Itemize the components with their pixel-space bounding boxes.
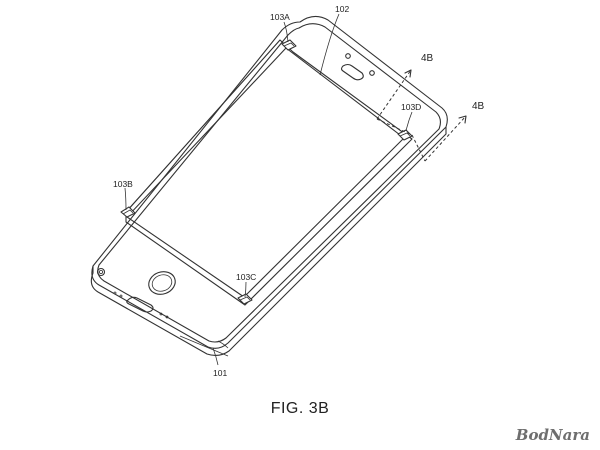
- label-103b: 103B: [113, 179, 133, 189]
- sensor-103d: [397, 129, 413, 141]
- sensor-dot: [369, 70, 375, 76]
- figure-caption: FIG. 3B: [270, 400, 330, 417]
- home-button: [148, 271, 176, 295]
- speaker-slot: [340, 63, 364, 81]
- label-103a: 103A: [270, 12, 290, 22]
- leader-lines: [124, 13, 413, 366]
- camera-dot: [345, 53, 351, 59]
- label-4b-upper: 4B: [421, 53, 434, 64]
- label-103d: 103D: [401, 102, 421, 112]
- sensor-103c: [237, 293, 253, 305]
- display-panel: [125, 39, 413, 306]
- headphone-jack: [96, 267, 106, 277]
- label-103c: 103C: [236, 272, 256, 282]
- earpiece-group: [340, 53, 375, 81]
- label-4b-lower: 4B: [472, 101, 485, 112]
- label-102: 102: [335, 4, 349, 14]
- sensor-103a: [281, 39, 297, 51]
- watermark-logo: BodNara: [515, 426, 590, 444]
- bottom-bezel-curve: [217, 340, 229, 349]
- phone-body: [90, 15, 448, 357]
- dock-connector: [113, 291, 169, 319]
- label-101: 101: [213, 368, 227, 378]
- section-line: [376, 69, 467, 162]
